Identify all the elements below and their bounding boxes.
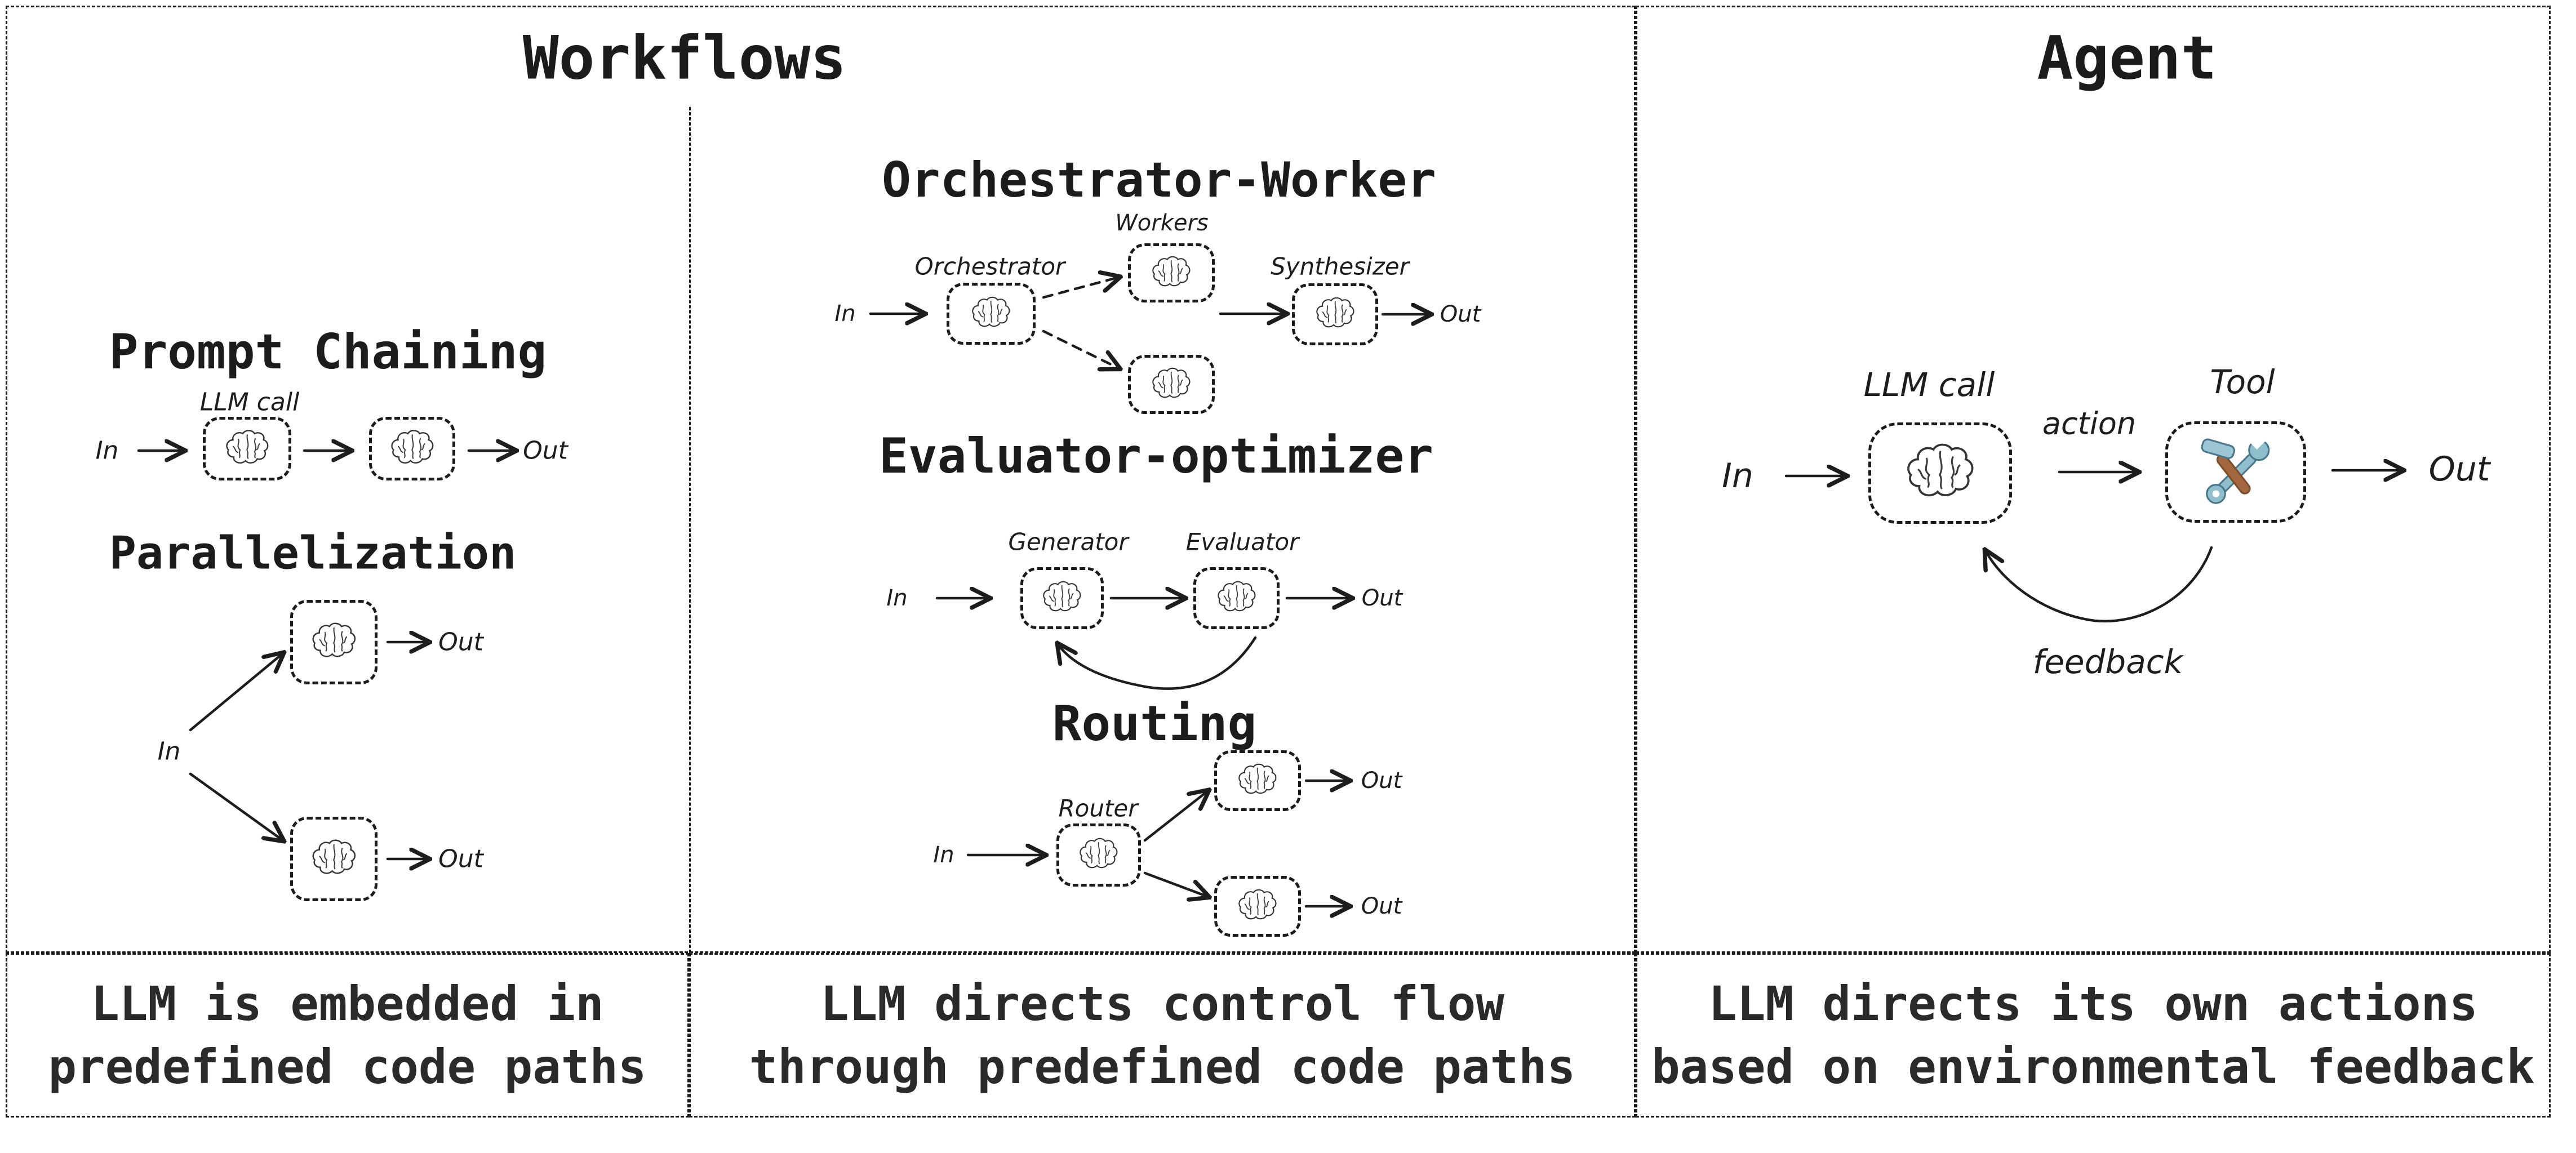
caption-box-middle: LLM directs control flow through predefi… <box>689 953 1636 1118</box>
evaluator-optimizer-heading: Evaluator-optimizer <box>879 428 1433 484</box>
pz-llm-box-top <box>290 600 377 684</box>
brain-icon <box>307 836 362 882</box>
agent-tool-label: Tool <box>2210 363 2275 401</box>
rt-out-label-top: Out <box>1361 768 1402 794</box>
agent-feedback-label: feedback <box>2032 643 2183 681</box>
orchestrator-label: Orchestrator <box>914 252 1065 281</box>
ow-worker-box-top <box>1128 243 1215 302</box>
eo-evaluator-box <box>1193 567 1280 629</box>
eo-generator-box <box>1020 567 1104 629</box>
brain-icon <box>1233 886 1282 927</box>
ow-in-label: In <box>834 301 856 327</box>
brain-icon <box>1233 760 1282 801</box>
agent-action-label: action <box>2042 406 2137 442</box>
brain-icon <box>1147 364 1196 405</box>
llm-call-label-pc: LLM call <box>199 388 300 417</box>
pc-in-label: In <box>95 436 119 465</box>
workers-label: Workers <box>1115 210 1209 236</box>
caption-box-left: LLM is embedded in predefined code paths <box>6 953 689 1118</box>
pz-out-label-bottom: Out <box>438 844 483 874</box>
caption-left-line1: LLM is embedded in <box>91 976 604 1031</box>
rt-in-label: In <box>933 842 954 868</box>
workflows-panel-border <box>6 6 1636 953</box>
pc-llm-box-1 <box>203 417 291 480</box>
agent-panel-border <box>1636 6 2551 953</box>
caption-agent-line1: LLM directs its own actions <box>1708 976 2478 1031</box>
rt-router-box <box>1056 823 1141 887</box>
brain-icon <box>385 426 439 471</box>
brain-icon <box>967 293 1015 334</box>
evaluator-label: Evaluator <box>1185 528 1299 556</box>
eo-out-label: Out <box>1361 585 1403 611</box>
ow-orchestrator-box <box>947 283 1036 345</box>
workflows-title: Workflows <box>522 23 847 93</box>
ow-worker-box-bottom <box>1128 355 1215 414</box>
orchestrator-worker-heading: Orchestrator-Worker <box>882 152 1436 208</box>
pz-out-label-top: Out <box>438 627 483 657</box>
brain-icon <box>1311 294 1360 335</box>
ow-out-label: Out <box>1440 301 1481 327</box>
brain-icon <box>1213 578 1261 618</box>
caption-box-agent: LLM directs its own actions based on env… <box>1636 953 2551 1118</box>
routing-heading: Routing <box>1052 696 1257 752</box>
rt-target-box-bottom <box>1214 876 1301 937</box>
router-label: Router <box>1058 794 1138 822</box>
agent-llm-call-label: LLM call <box>1863 366 1995 404</box>
hammer-wrench-icon <box>2193 430 2278 514</box>
caption-agent-line2: based on environmental feedback <box>1651 1039 2535 1094</box>
agent-title: Agent <box>2037 23 2217 93</box>
generator-label: Generator <box>1008 528 1129 556</box>
brain-icon <box>1038 578 1086 618</box>
workflows-column-divider <box>689 107 691 953</box>
agent-tool-box <box>2165 421 2306 523</box>
pc-out-label: Out <box>523 436 568 465</box>
synthesizer-label: Synthesizer <box>1271 252 1409 281</box>
pz-in-label: In <box>157 737 181 766</box>
agent-in-label: In <box>1722 456 1753 496</box>
caption-middle-line1: LLM directs control flow <box>820 976 1504 1031</box>
brain-icon <box>1898 438 1983 509</box>
parallelization-heading: Parallelization <box>109 527 517 580</box>
rt-target-box-top <box>1214 750 1301 811</box>
agent-out-label: Out <box>2428 449 2490 489</box>
brain-icon <box>307 619 362 665</box>
pz-llm-box-bottom <box>290 817 377 901</box>
caption-left-line2: predefined code paths <box>48 1039 647 1094</box>
brain-icon <box>220 426 274 471</box>
ow-synthesizer-box <box>1292 283 1378 345</box>
caption-middle-line2: through predefined code paths <box>749 1039 1576 1094</box>
agent-llm-box <box>1868 422 2012 524</box>
brain-icon <box>1147 253 1196 293</box>
rt-out-label-bottom: Out <box>1361 893 1402 919</box>
prompt-chaining-heading: Prompt Chaining <box>109 324 547 380</box>
pc-llm-box-2 <box>369 417 455 480</box>
brain-icon <box>1074 835 1123 875</box>
eo-in-label: In <box>886 585 908 611</box>
